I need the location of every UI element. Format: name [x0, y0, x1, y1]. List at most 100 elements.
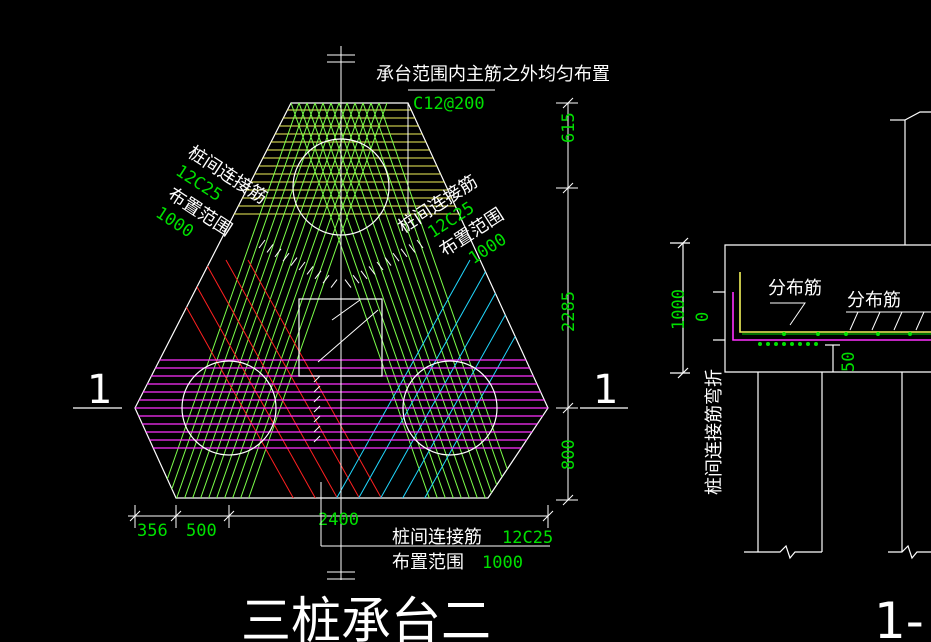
section-bar-magenta — [732, 292, 931, 341]
tie-mark — [368, 266, 376, 275]
section-zero-dim: 0 — [693, 312, 713, 322]
rebar-diagonal-cyan — [395, 259, 537, 498]
tie-mark — [400, 248, 408, 258]
dim-right-top: 615 — [559, 112, 579, 143]
section-rebar-dot — [758, 342, 762, 346]
leader-dist-2 — [871, 311, 881, 331]
tie-bottom-spec: 12C25 — [502, 528, 553, 548]
section-dist-dot — [908, 332, 912, 336]
section-dist-dot — [782, 332, 786, 336]
tie-mark — [313, 405, 321, 413]
tie-mark — [392, 252, 400, 262]
tie-bottom-name: 桩间连接筋 — [392, 527, 482, 548]
rebar-diagonal-red — [181, 259, 323, 498]
tie-mark — [313, 385, 321, 393]
tie-mark — [344, 279, 352, 288]
pile-left — [181, 360, 277, 456]
rebar-diagonal-cyan — [351, 259, 493, 498]
section-dist-bar-1: 分布筋 — [768, 278, 822, 299]
rebar-diagonal-green — [305, 103, 447, 498]
rebar-diagonal-green — [353, 103, 495, 498]
rebar-diagonal-green — [297, 103, 439, 498]
rebar-diagonal-green — [345, 103, 487, 498]
dim-bottom — [128, 505, 554, 528]
tie-mark — [314, 270, 322, 280]
tie-mark — [282, 252, 290, 262]
section-rebar-dot — [814, 342, 818, 346]
section-dist-dot — [876, 332, 880, 336]
column-hatch — [331, 299, 361, 321]
section-dist-dot — [816, 332, 820, 336]
pile-right — [402, 360, 498, 456]
rebar-diagonal-green — [215, 103, 357, 498]
rebar-diagonal-red — [225, 259, 367, 498]
rebar-diagonal-green — [183, 103, 325, 498]
rebar-diagonal-green — [239, 103, 381, 498]
tie-mark — [274, 248, 282, 258]
rebar-diagonal-red — [247, 259, 389, 498]
tie-mark — [313, 425, 321, 433]
rebar-diagonal-cyan — [329, 259, 471, 498]
tie-mark — [313, 415, 321, 423]
rebar-diagonal-green — [337, 103, 479, 498]
rebar-diagonal-green — [207, 103, 349, 498]
tie-mark — [306, 266, 314, 275]
note-tie-right: 桩间连接筋 12C25 布置范围 1000 — [395, 171, 511, 268]
rebar-diagonal-red — [203, 259, 345, 498]
section-rebar-dot — [790, 342, 794, 346]
rebar-diagonal-cyan — [373, 259, 515, 498]
leader-dist-1 — [770, 302, 806, 326]
rebar-diagonal-green — [175, 103, 317, 498]
section-view — [670, 111, 931, 560]
rebar-diagonal-green — [361, 103, 503, 498]
tie-mark — [322, 274, 330, 284]
tie-mark — [290, 257, 298, 266]
tie-mark — [298, 261, 306, 271]
dim-right — [556, 97, 578, 506]
tie-mark — [360, 270, 368, 280]
rebar-diagonal-green — [369, 103, 511, 498]
tie-mark — [313, 375, 321, 383]
section-rebar-dot — [806, 342, 810, 346]
rebar-diagonal-green — [313, 103, 455, 498]
tie-mark — [384, 257, 392, 266]
section-rebar-dot — [782, 342, 786, 346]
dim-bottom-a: 356 — [137, 521, 168, 541]
section-height-dim: 1000 — [669, 289, 689, 330]
leader-dist-2 — [849, 311, 859, 331]
rebar-diagonal-green — [167, 103, 309, 498]
section-dist-dot — [844, 332, 848, 336]
tie-bottom-value: 1000 — [482, 553, 523, 573]
section-dist-bar-2: 分布筋 — [847, 290, 901, 311]
section-title-partial: 1- — [874, 592, 924, 642]
tie-mark — [258, 239, 266, 249]
tie-mark — [313, 395, 321, 403]
tie-mark — [330, 279, 338, 288]
section-rebar-dot — [774, 342, 778, 346]
tie-mark — [313, 435, 321, 443]
dim-bottom-b: 500 — [186, 521, 217, 541]
section-bar-yellow — [739, 272, 931, 333]
leader-dist-2 — [893, 311, 903, 331]
section-mark-left: 1 — [87, 367, 112, 413]
note-outer-rebar: 承台范围内主筋之外均匀布置 — [376, 64, 610, 85]
dim-right-mid: 2285 — [559, 291, 579, 332]
dim-bottom-total: 2400 — [318, 510, 359, 530]
section-rebar-dot — [766, 342, 770, 346]
drawing-title: 三桩承台二 — [241, 592, 491, 642]
rebar-diagonal-green — [247, 103, 389, 498]
leader-dist-2 — [915, 311, 925, 331]
column-hatch — [317, 309, 379, 363]
rebar-diagonal-green — [329, 103, 471, 498]
tie-mark — [416, 239, 424, 249]
note-outer-rebar-spec: C12@200 — [413, 94, 485, 114]
section-rebar-dot — [798, 342, 802, 346]
tie-mark — [266, 244, 274, 253]
tie-mark — [352, 274, 360, 284]
rebar-diagonal-green — [191, 103, 333, 498]
tie-mark — [376, 261, 384, 271]
section-dots — [758, 332, 912, 346]
tie-bottom-range: 布置范围 — [392, 552, 464, 573]
section-vertical-note: 桩间连接筋弯折 — [704, 369, 725, 495]
